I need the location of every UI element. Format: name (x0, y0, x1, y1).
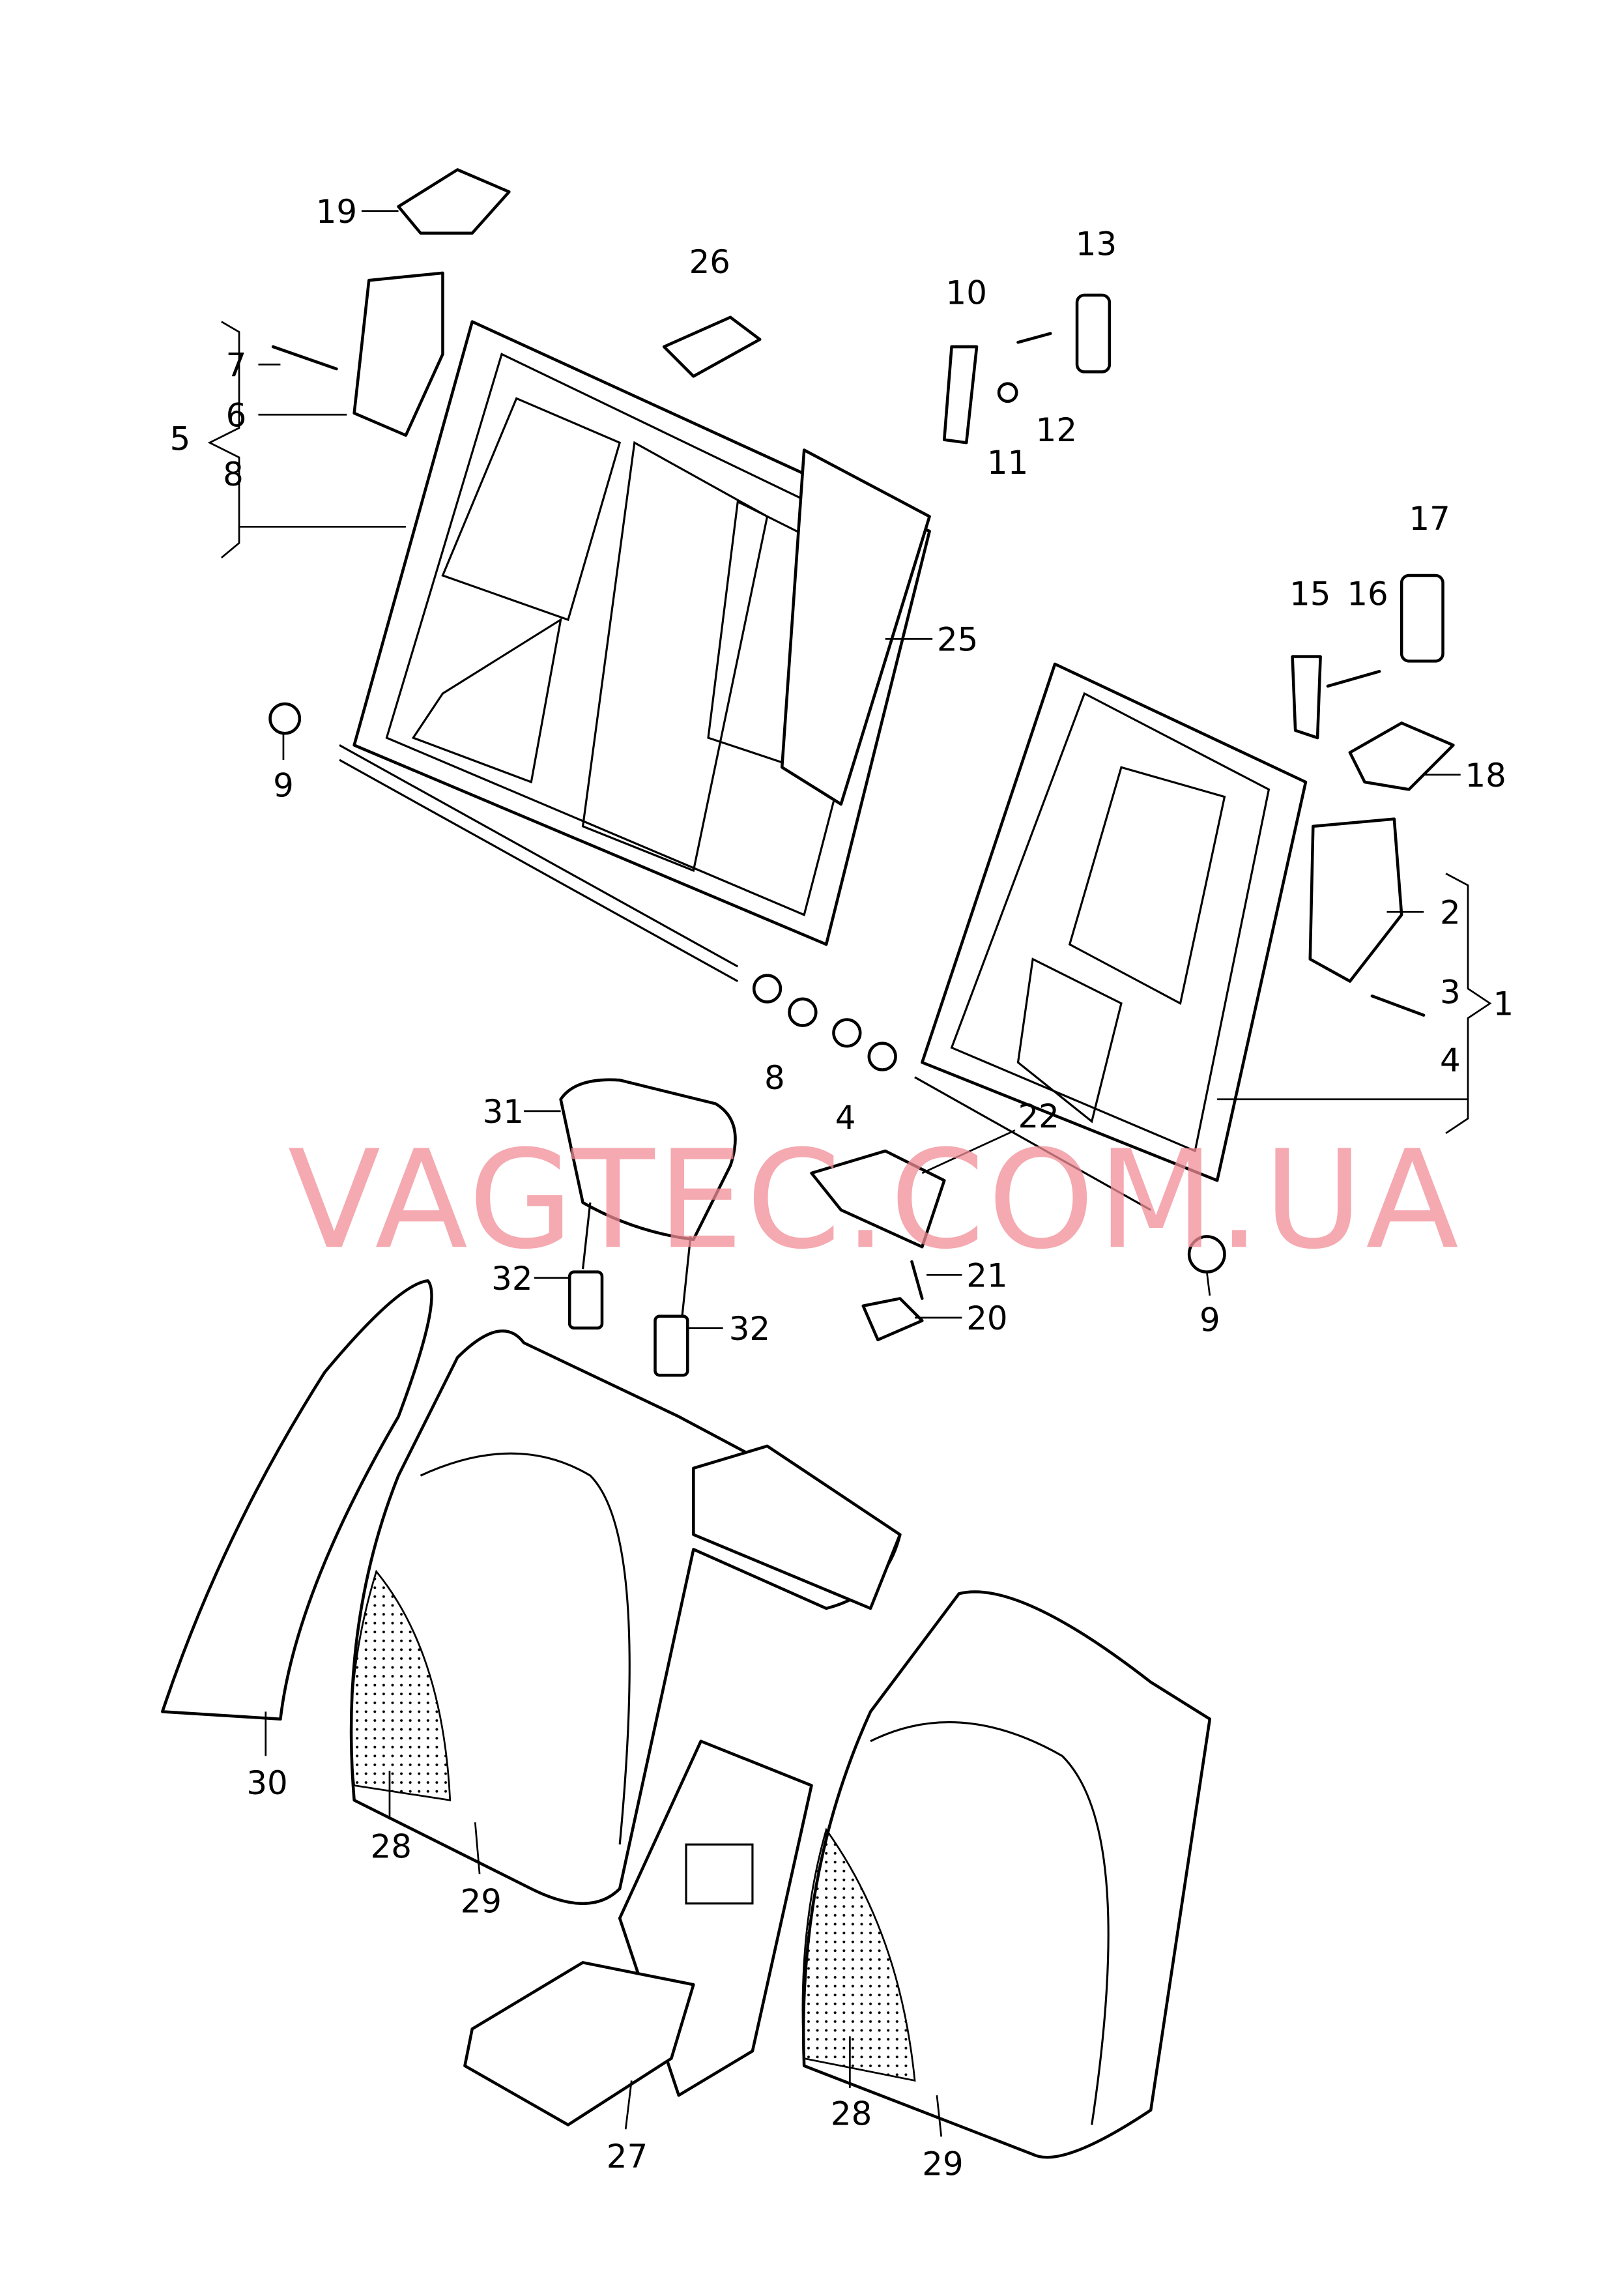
bushing-part-8a (752, 974, 783, 1004)
callout: 32 (491, 1260, 532, 1298)
callout: 16 (1347, 575, 1388, 613)
callout: 17 (1409, 500, 1450, 538)
callout: 11 (987, 444, 1028, 482)
callout: 8 (764, 1059, 785, 1097)
bushing-part-4a (832, 1018, 862, 1048)
bolt-part-3 (1370, 995, 1426, 1017)
callout: 6 (226, 396, 247, 434)
cap-part-17 (1400, 574, 1444, 663)
callout: 12 (1036, 411, 1077, 449)
clip-part-20 (861, 1297, 924, 1342)
callout: 27 (607, 2138, 648, 2175)
headrest-part-31 (559, 1078, 737, 1321)
callout: 18 (1465, 757, 1506, 794)
bolt-part-7 (271, 345, 338, 371)
callout: 29 (922, 2145, 963, 2183)
release-handle-part-19 (397, 168, 511, 235)
callout: 32 (729, 1310, 770, 1348)
callout: 3 (1440, 974, 1461, 1011)
left-hinge-part-6 (352, 271, 444, 437)
callout: 9 (273, 767, 294, 805)
armrest-part-27 (463, 1739, 813, 2127)
right-backrest-frame (914, 662, 1308, 1211)
guide-sleeve-part-32-right (654, 1315, 689, 1377)
cap-part-13 (1075, 293, 1112, 373)
callout: 28 (371, 1828, 412, 1866)
callout: 22 (1018, 1097, 1059, 1135)
right-hinge-part-2 (1308, 817, 1403, 983)
bushing-part-4b (867, 1041, 897, 1071)
screw-part-21 (910, 1260, 924, 1300)
release-handle-part-18 (1348, 721, 1455, 791)
cover-part-26 (662, 315, 762, 378)
right-backrest-cover (801, 1590, 1212, 2159)
callout: 4 (835, 1099, 856, 1137)
left-backrest-frame (339, 320, 931, 983)
cap-part-9-left (268, 702, 302, 735)
callout: 13 (1076, 225, 1117, 263)
callout: 4 (1440, 1041, 1461, 1079)
callout-labels: 19 26 13 10 7 6 5 8 12 11 17 15 16 25 9 … (170, 193, 1514, 2183)
group-bracket-5 (207, 321, 240, 559)
bracket-part-10 (943, 345, 979, 444)
callout: 28 (831, 2095, 872, 2132)
cover-part-22 (810, 1149, 946, 1249)
group-bracket-1 (1445, 873, 1492, 1134)
callout: 29 (461, 1882, 502, 1920)
bolt-part-12 (1016, 332, 1052, 344)
left-backrest-cover (349, 1330, 902, 1905)
callout: 10 (946, 274, 987, 312)
bushing-part-8b (788, 997, 818, 1027)
side-bolster-part-30 (161, 1279, 433, 1721)
callout: 19 (316, 193, 357, 231)
callout: 25 (937, 620, 978, 658)
guide-sleeve-part-32-left (567, 1270, 604, 1330)
callout: 8 (223, 456, 244, 493)
bracket-part-15 (1291, 655, 1322, 740)
callout: 5 (170, 420, 191, 458)
callout: 26 (689, 243, 730, 281)
callout: 21 (966, 1257, 1007, 1294)
callout: 1 (1493, 985, 1514, 1023)
callout: 7 (226, 346, 247, 384)
armrest-cover-block (692, 1444, 902, 1610)
callout: 2 (1440, 894, 1461, 931)
watermark: VAGTEC.COM.UA (288, 1122, 1462, 1279)
washer-part-11 (997, 382, 1018, 403)
side-trim-part-25 (780, 448, 931, 806)
callout: 9 (1199, 1301, 1220, 1339)
bolt-part-16 (1326, 669, 1381, 688)
callout: 15 (1289, 575, 1330, 613)
callout: 31 (483, 1093, 524, 1131)
callout: 20 (966, 1300, 1007, 1337)
callout: 30 (246, 1764, 287, 1802)
